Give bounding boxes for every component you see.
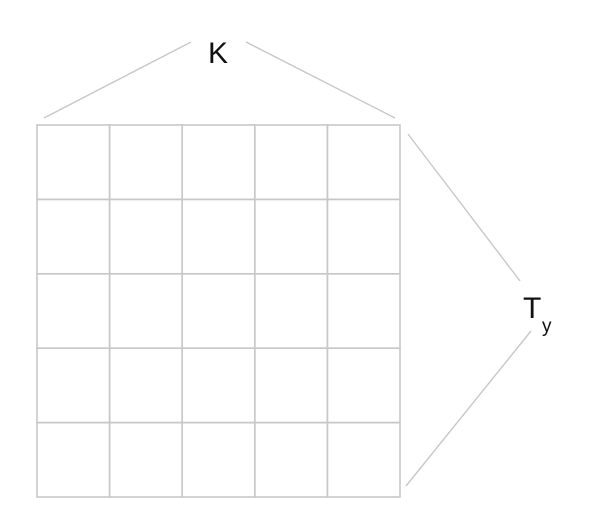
top-bracket-left-line [43, 41, 192, 119]
grid-cell [181, 198, 256, 275]
right-bracket-top-line [407, 133, 521, 282]
grid-cell [326, 124, 401, 201]
grid-cell [181, 347, 256, 424]
right-bracket-bottom-line [405, 330, 532, 487]
right-label: T [523, 292, 541, 325]
grid [36, 124, 401, 498]
grid-cell [326, 198, 401, 275]
grid-cell [181, 124, 256, 201]
grid-cell [181, 272, 256, 349]
grid-cell [254, 124, 329, 201]
grid-cell [326, 272, 401, 349]
grid-cell [108, 421, 183, 498]
grid-cell [108, 347, 183, 424]
grid-cell [254, 347, 329, 424]
grid-cell [108, 124, 183, 201]
right-label-subscript: y [542, 316, 552, 337]
grid-cell [108, 198, 183, 275]
grid-cell [36, 272, 111, 349]
grid-cell [254, 421, 329, 498]
grid-cell [36, 421, 111, 498]
grid-cell [36, 124, 111, 201]
grid-cell [36, 347, 111, 424]
top-bracket-right-line [245, 41, 396, 119]
right-bracket: T y [405, 133, 552, 487]
grid-cell [181, 421, 256, 498]
grid-cell [108, 272, 183, 349]
grid-cell [326, 421, 401, 498]
grid-cell [326, 347, 401, 424]
grid-cell [254, 272, 329, 349]
grid-cell [36, 198, 111, 275]
top-bracket: K [43, 37, 396, 119]
grid-cell [254, 198, 329, 275]
top-label: K [208, 37, 228, 70]
